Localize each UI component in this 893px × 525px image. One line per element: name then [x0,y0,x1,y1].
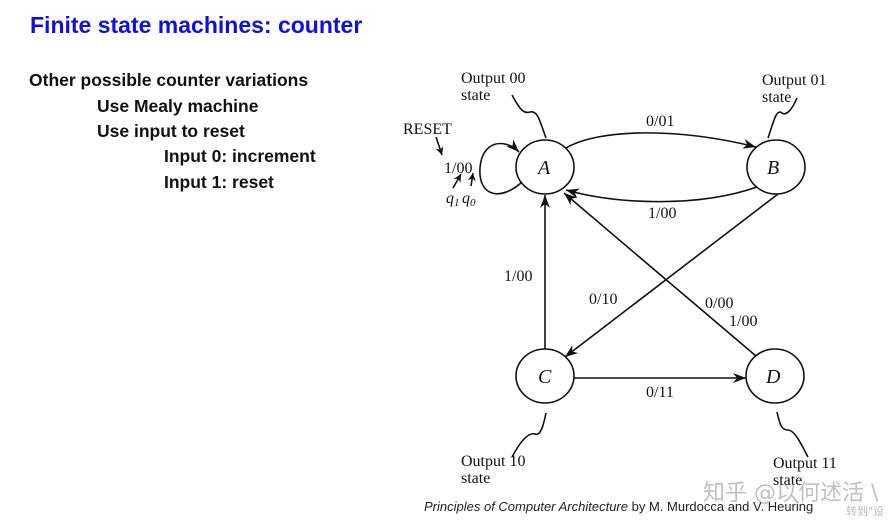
q1-arrow [452,173,462,189]
transition-d-a [563,192,757,357]
watermark: 知乎 @以何述活 \ [703,481,879,506]
note-d-line1: Output 11 [773,455,837,472]
watermark-sub: 转到"设 [846,505,885,518]
transition-a-b [565,132,757,149]
label-b-c: 0/10 [589,291,617,308]
label-a-a: 1/00 [444,160,472,177]
bullet-level-2: Input 0: increment [164,146,316,166]
q0-label: q0 [462,190,476,209]
state-d-label: D [765,366,781,388]
note-b-line1: Output 01 [762,72,826,89]
q0-arrow [467,172,476,187]
note-c-line1: Output 10 [461,453,525,470]
reset-label: RESET [403,121,452,138]
caption-book-title: Principles of Computer Architecture [424,499,628,514]
note-a-line2: state [461,87,490,104]
label-c-a: 1/00 [504,268,532,285]
note-leader-c [511,412,547,458]
state-c-label: C [538,366,552,388]
label-d-a-0: 0/00 [705,295,733,312]
note-d-line2: state [773,472,802,489]
transition-b-a [565,186,758,203]
state-b-label: B [767,157,779,179]
caption-authors: by M. Murdocca and V. Heuring [628,499,814,514]
label-c-d: 0/11 [646,384,674,401]
note-c-line2: state [461,470,490,487]
note-leader-d [776,411,809,458]
bullet-level-0: Other possible counter variations [29,70,309,90]
bullet-level-2: Input 1: reset [164,172,274,192]
label-d-a-1: 1/00 [729,313,757,330]
transition-b-c [564,193,779,358]
state-a-label: A [536,157,551,179]
bullet-level-1: Use input to reset [97,121,245,141]
reset-arrow [435,136,444,156]
q1-label: q1 [446,190,460,209]
state-b-circle [746,139,806,195]
note-a-line1: Output 00 [461,70,525,87]
note-b-line2: state [762,89,791,106]
transition-a-a [479,139,523,195]
note-leader-a [511,94,547,139]
label-b-a: 1/00 [648,205,676,222]
state-a-circle [515,139,575,195]
bullet-level-1: Use Mealy machine [97,96,259,116]
note-leader-b [767,97,798,139]
slide-title: Finite state machines: counter [30,12,363,38]
state-d-circle [745,348,805,404]
figure-caption: Principles of Computer Architecture by M… [424,499,813,514]
label-a-b: 0/01 [646,113,674,130]
